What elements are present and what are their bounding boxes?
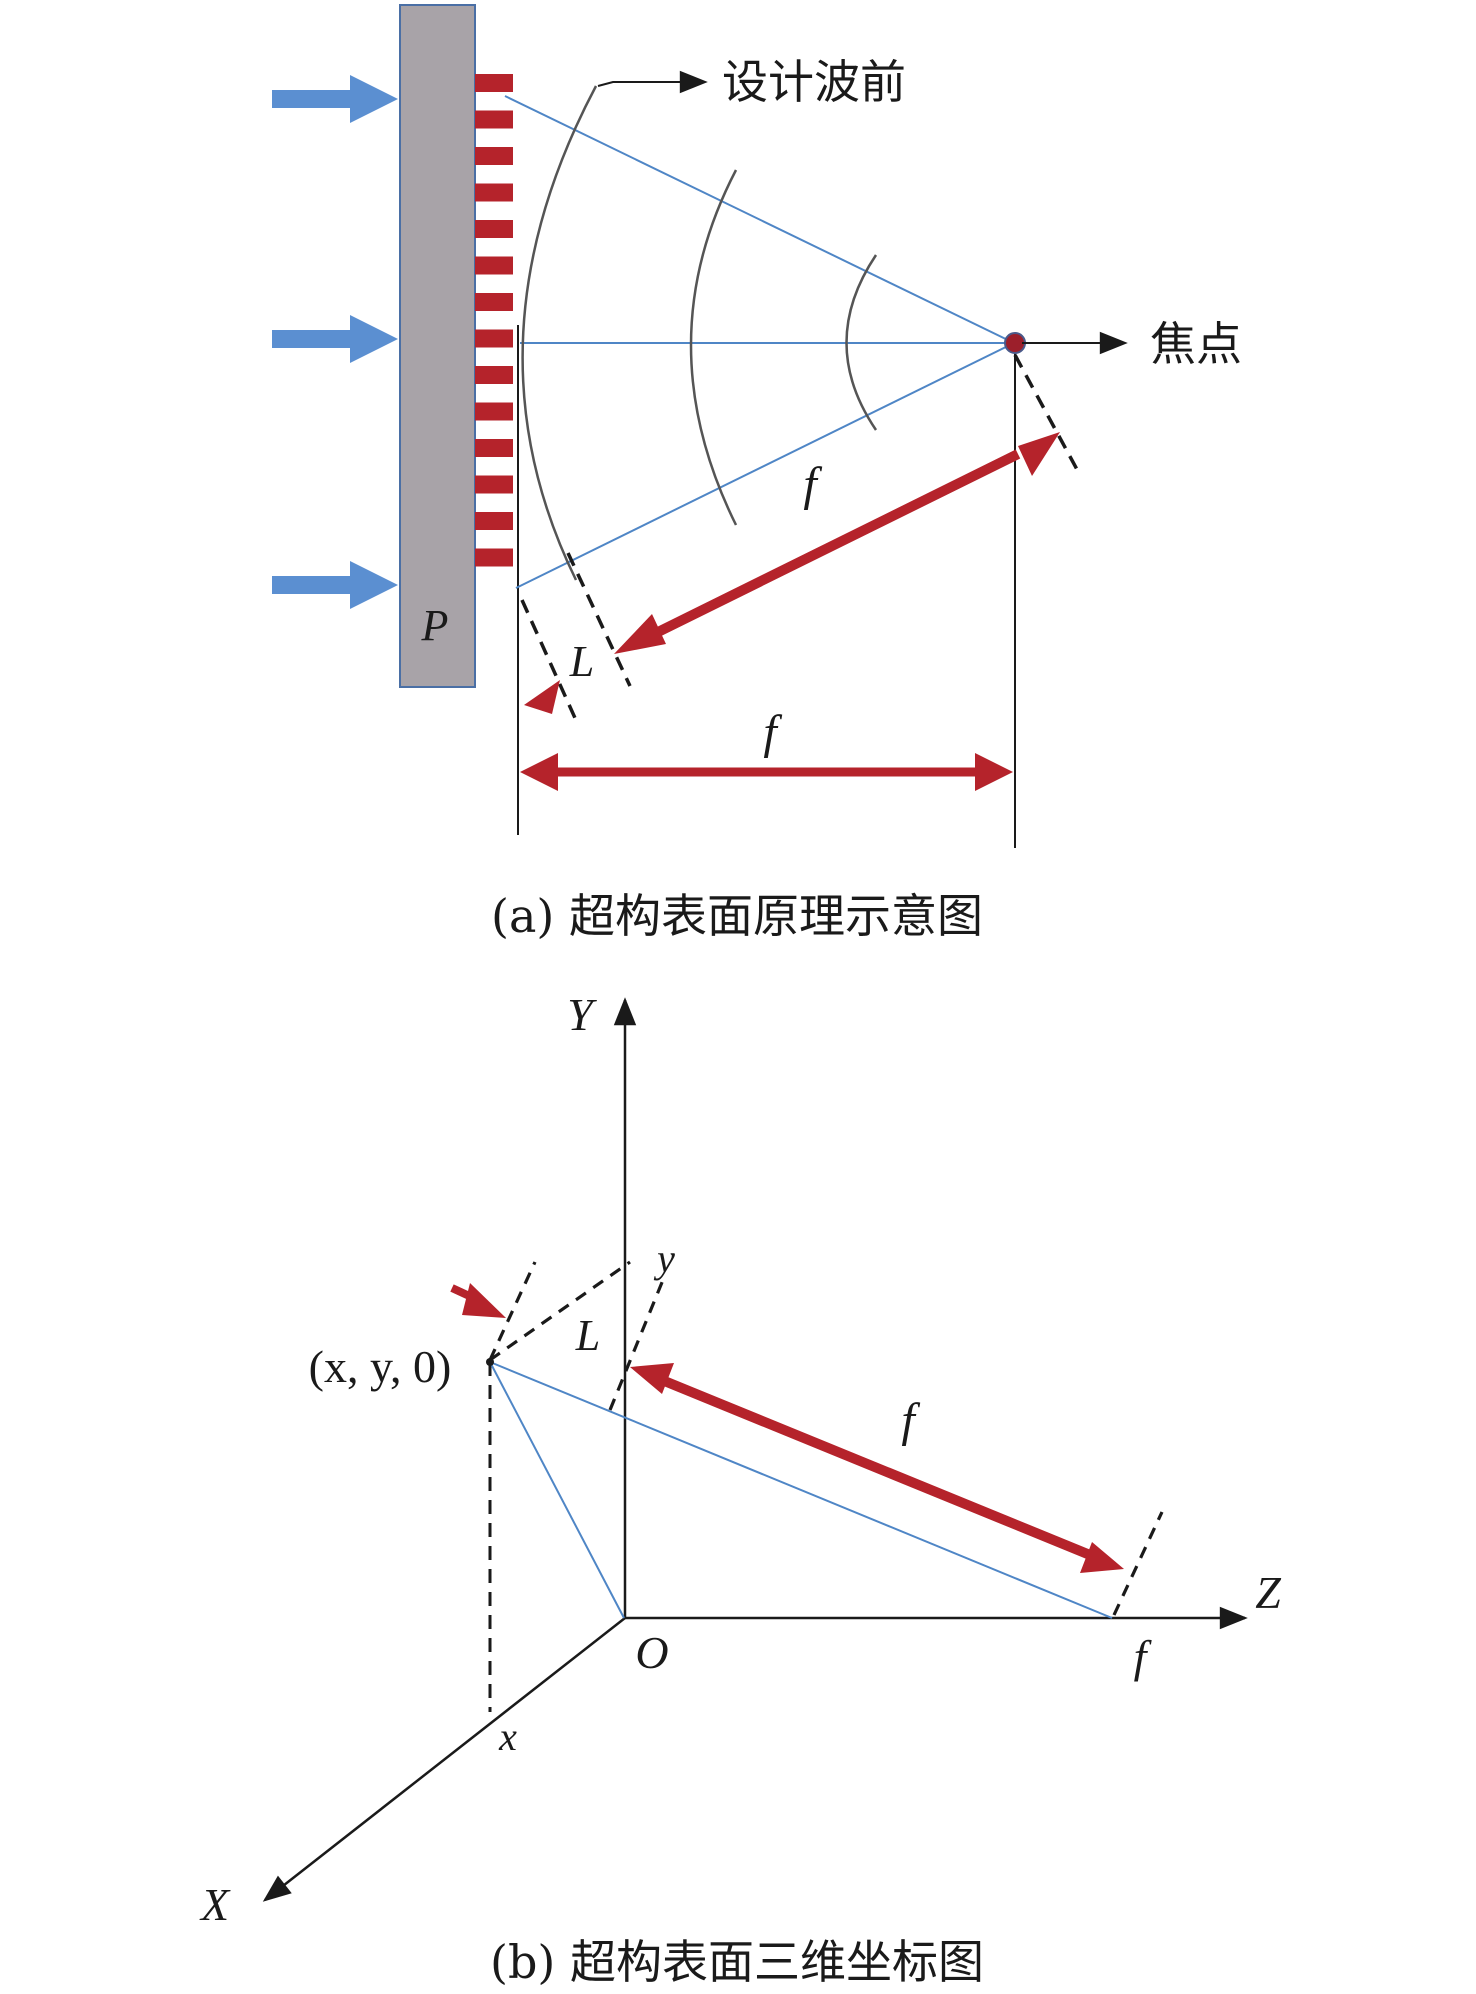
unit-cell [475,512,513,530]
perpendicular-guides [520,354,1082,719]
incident-arrow [272,75,398,123]
caption-a: (a) 超构表面原理示意图 [491,889,983,943]
plate-label: P [421,601,449,650]
ray-bottom [515,342,1015,589]
unit-cell [475,74,513,92]
slant-distance-label: f [803,458,822,511]
unit-cell [475,366,513,384]
wavefront-arc [521,85,598,581]
panel-a: P 设计波前 焦点 [272,4,1242,943]
unit-cells [475,74,513,567]
slant-distance-label-b: f [901,1394,920,1447]
wavefront-arc [845,254,878,431]
unit-cell [475,147,513,165]
incident-arrow [272,561,398,609]
converging-rays [504,95,1015,589]
incident-arrows [272,75,398,609]
perpendicular-guides-b [488,1260,1164,1616]
wavefronts [521,85,878,581]
ray-to-origin [489,1361,625,1619]
y-axis-label: Y [567,989,597,1040]
substrate-plate [399,4,476,688]
unit-cell [475,220,513,238]
wavefront-pointer [597,70,708,94]
unit-cell [475,548,513,567]
incident-arrow-b [450,1283,506,1318]
unit-cell [475,439,513,457]
proj-x-label: x [498,1714,517,1759]
x-axis-label: X [199,1879,231,1930]
unit-cell [475,256,513,275]
panel-b: Y Z X O f x y L (x, y, 0) [199,989,1281,1989]
ray-top [504,95,1015,344]
offset-label-b: L [575,1311,600,1360]
wavefront-label: 设计波前 [722,55,906,109]
offset-label: L [569,637,594,686]
unit-cell [475,110,513,129]
z-axis-label: Z [1255,1567,1281,1618]
x-axis [262,1617,626,1902]
incident-arrow [272,315,398,363]
origin-label: O [635,1627,668,1678]
unit-cell [475,402,513,421]
surface-point [486,1358,494,1366]
ray-to-focus [489,1361,1113,1619]
point-label: (x, y, 0) [309,1341,452,1392]
z-focus-label: f [1134,1631,1153,1682]
unit-cell [475,293,513,311]
proj-y-label: y [653,1236,675,1281]
focal-distance-label: f [763,706,782,759]
focal-distance-arrow [520,753,1013,791]
offset-arrow [524,680,560,714]
unit-cell [475,183,513,202]
unit-cell [475,475,513,494]
unit-cell [475,329,513,348]
wavefront-arc [689,169,738,526]
caption-b: (b) 超构表面三维坐标图 [490,1935,984,1989]
slant-distance-arrow [614,432,1060,654]
focus-label: 焦点 [1150,317,1242,371]
slant-distance-arrow-b [630,1363,1124,1573]
